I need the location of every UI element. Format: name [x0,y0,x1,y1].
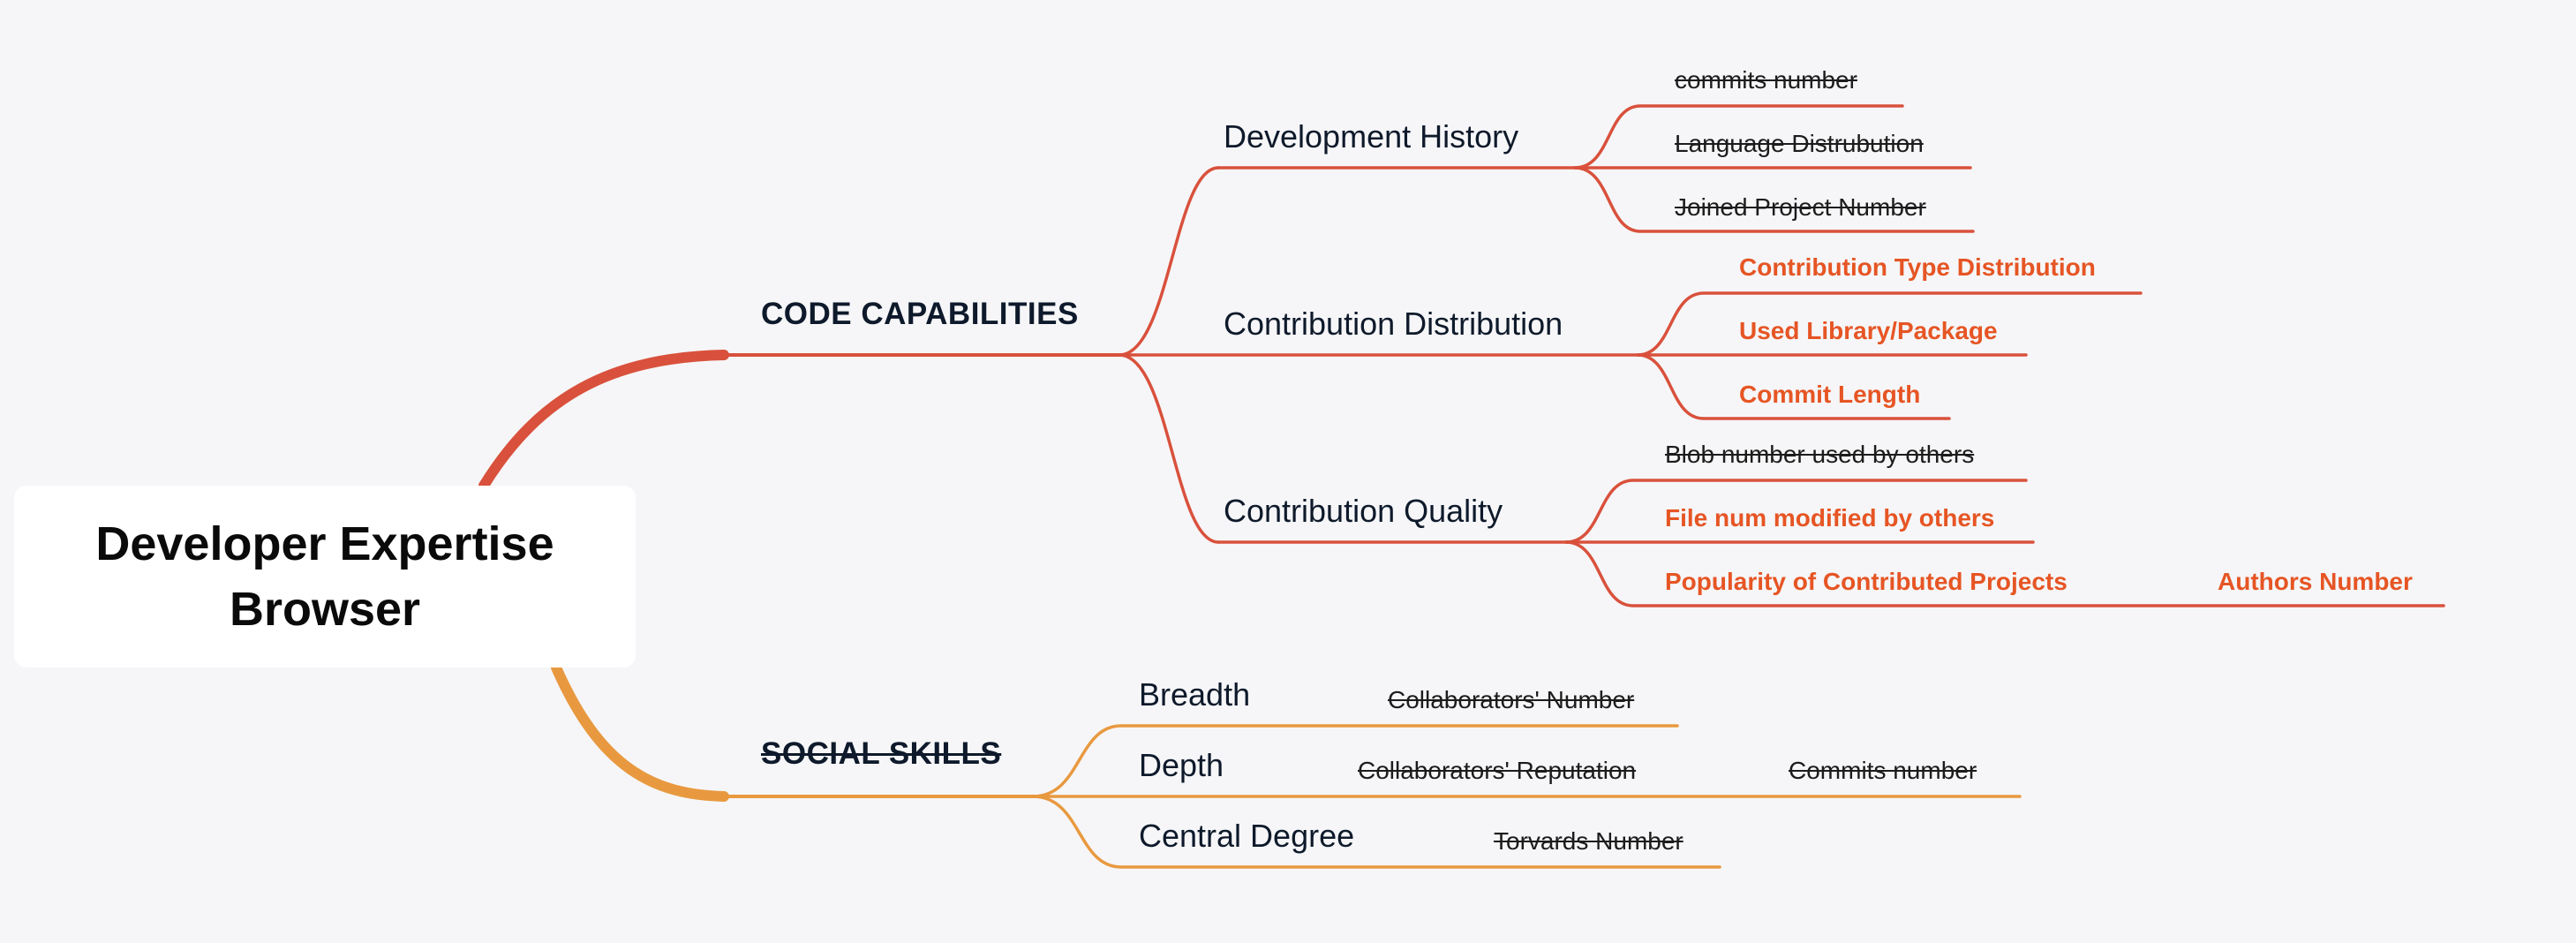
branch-social-skills[interactable]: SOCIAL SKILLS [761,736,1002,771]
leaf-language-distribution[interactable]: Language Distrubution [1675,130,1924,157]
root-title-line1: Developer Expertise [95,517,554,570]
root-title-line2: Browser [229,583,421,636]
root-node[interactable]: Developer Expertise Browser [14,486,636,668]
leaf-commits-number[interactable]: commits number [1675,66,1857,94]
leaf-collaborators-reputation[interactable]: Collaborators' Reputation [1358,757,1637,784]
topic-development-history[interactable]: Development History [1224,118,1519,155]
leaf-file-num-modified-by-others[interactable]: File num modified by others [1665,504,1995,532]
leaf-blob-number-used-by-others[interactable]: Blob number used by others [1665,441,1975,468]
leaf-used-library-package[interactable]: Used Library/Package [1739,317,1998,344]
leaf-torvards-number[interactable]: Torvards Number [1494,827,1683,855]
topic-contribution-distribution[interactable]: Contribution Distribution [1224,306,1563,342]
leaf-contribution-type-distribution[interactable]: Contribution Type Distribution [1739,253,2096,281]
connector-root-code [478,350,729,491]
leaf-popularity-of-contributed-projects[interactable]: Popularity of Contributed Projects [1665,568,2068,595]
leaf-joined-project-number[interactable]: Joined Project Number [1675,193,1926,221]
connector-root-social [551,662,729,802]
topic-central-degree[interactable]: Central Degree [1139,818,1355,854]
leaf-collaborators-number[interactable]: Collaborators' Number [1388,686,1635,713]
leaf-commit-length[interactable]: Commit Length [1739,381,1921,408]
topic-depth[interactable]: Depth [1139,747,1224,783]
topic-breadth[interactable]: Breadth [1139,676,1251,713]
branch-code-capabilities[interactable]: CODE CAPABILITIES [761,297,1079,331]
leaf-commits-number-social[interactable]: Commits number [1789,757,1977,784]
leaf-authors-number[interactable]: Authors Number [2218,568,2413,595]
topic-contribution-quality[interactable]: Contribution Quality [1224,493,1503,529]
